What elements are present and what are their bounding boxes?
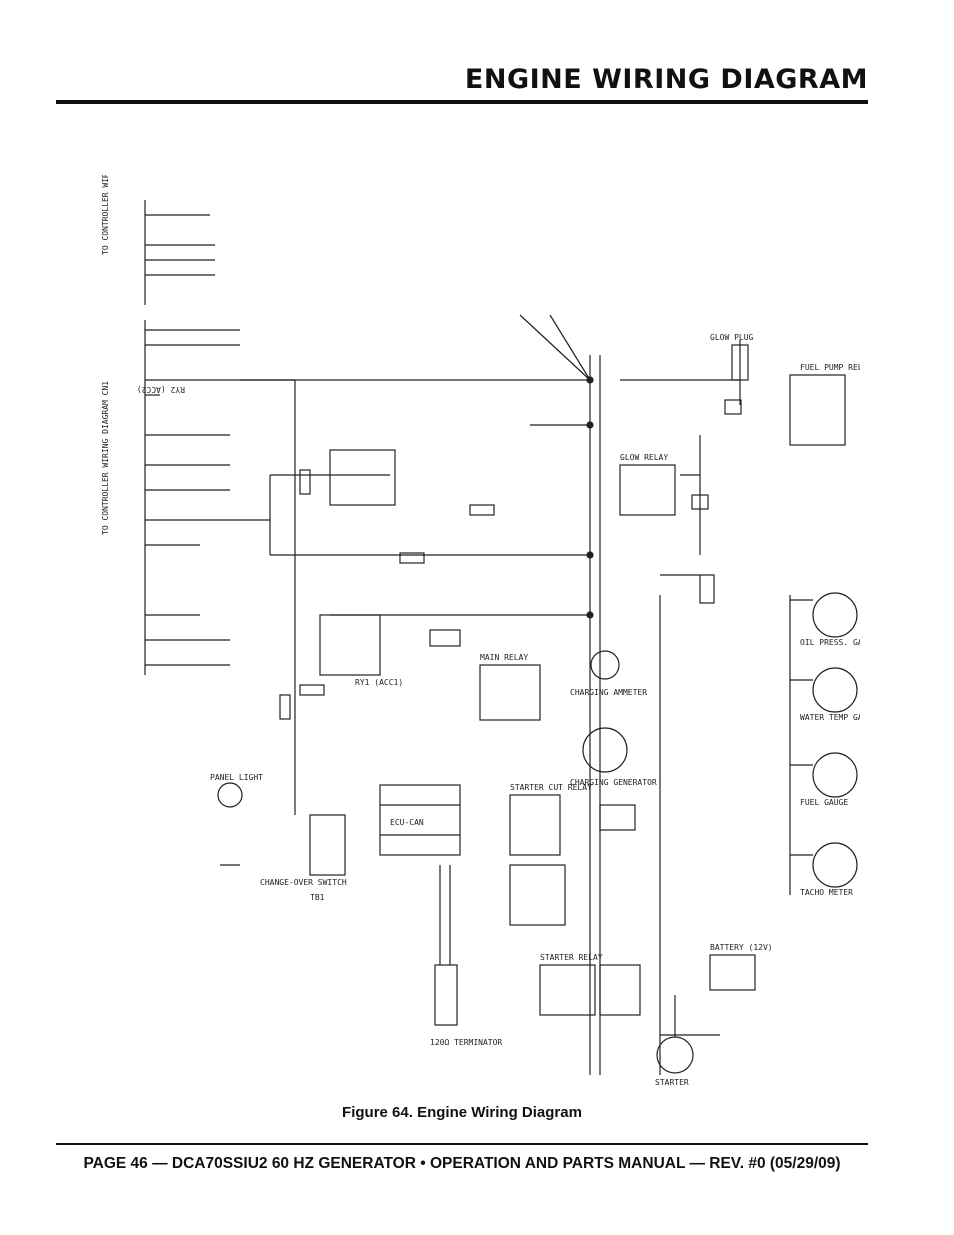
svg-text:CHARGING GENERATOR: CHARGING GENERATOR bbox=[570, 778, 657, 787]
svg-text:STARTER: STARTER bbox=[655, 1078, 689, 1087]
ry2-relay bbox=[329, 449, 396, 506]
glow-plug bbox=[731, 344, 749, 381]
svg-text:RY2 (ACC2): RY2 (ACC2) bbox=[137, 385, 185, 394]
starter-relay bbox=[539, 964, 596, 1016]
charging-ammeter bbox=[590, 650, 620, 680]
cn9 bbox=[599, 804, 636, 831]
ry1-relay bbox=[319, 614, 381, 676]
page-title: ENGINE WIRING DIAGRAM bbox=[464, 64, 868, 95]
svg-text:PANEL LIGHT: PANEL LIGHT bbox=[210, 773, 263, 782]
svg-text:TO CONTROLLER WIRING DIAGRAM C: TO CONTROLLER WIRING DIAGRAM CN2 bbox=[101, 175, 110, 255]
svg-text:120Ω TERMINATOR: 120Ω TERMINATOR bbox=[430, 1038, 502, 1047]
fuel-pump-relay bbox=[789, 374, 846, 446]
svg-text:BATTERY (12V): BATTERY (12V) bbox=[710, 943, 773, 952]
starter bbox=[656, 1036, 694, 1074]
main-relay bbox=[479, 664, 541, 721]
oil-press-gauge bbox=[812, 592, 858, 638]
svg-text:CHARGING AMMETER: CHARGING AMMETER bbox=[570, 688, 647, 697]
svg-text:STARTER RELAY: STARTER RELAY bbox=[540, 953, 603, 962]
figure-caption: Figure 64. Engine Wiring Diagram bbox=[342, 1104, 582, 1121]
svg-text:MAIN RELAY: MAIN RELAY bbox=[480, 653, 528, 662]
panel-light bbox=[217, 782, 243, 808]
svg-text:WATER TEMP GAUGE: WATER TEMP GAUGE bbox=[800, 713, 860, 722]
svg-text:ECU-CAN: ECU-CAN bbox=[390, 818, 424, 827]
svg-text:TACHO METER: TACHO METER bbox=[800, 888, 853, 897]
svg-text:GLOW RELAY: GLOW RELAY bbox=[620, 453, 668, 462]
footer-rule bbox=[56, 1143, 868, 1145]
svg-text:TO CONTROLLER WIRING DIAGRAM C: TO CONTROLLER WIRING DIAGRAM CN1 bbox=[101, 381, 110, 535]
svg-text:STARTER CUT RELAY: STARTER CUT RELAY bbox=[510, 783, 592, 792]
svg-text:CHANGE-OVER SWITCH: CHANGE-OVER SWITCH bbox=[260, 878, 347, 887]
svg-text:TB1: TB1 bbox=[310, 893, 325, 902]
svg-text:OIL PRESS. GAUGE: OIL PRESS. GAUGE bbox=[800, 638, 860, 647]
battery bbox=[709, 954, 756, 991]
svg-text:FUEL GAUGE: FUEL GAUGE bbox=[800, 798, 848, 807]
cn8 bbox=[599, 964, 641, 1016]
page-footer: PAGE 46 — DCA70SSIU2 60 HZ GENERATOR • O… bbox=[83, 1155, 841, 1172]
terminator bbox=[434, 964, 458, 1026]
header-rule bbox=[56, 100, 868, 104]
wiring-diagram: TO CONTROLLER WIRING DIAGRAM CN2 TO CONT… bbox=[101, 175, 860, 1087]
glow-relay bbox=[619, 464, 676, 516]
tacho-meter bbox=[812, 842, 858, 888]
svg-text:FUEL PUMP RELAY: FUEL PUMP RELAY bbox=[800, 363, 860, 372]
starter-cut-relay bbox=[509, 794, 561, 856]
svg-text:RY1 (ACC1): RY1 (ACC1) bbox=[355, 678, 403, 687]
ecu-can-block bbox=[379, 784, 461, 856]
fuel-gauge bbox=[812, 752, 858, 798]
change-over-switch bbox=[309, 814, 346, 876]
water-temp-gauge bbox=[812, 667, 858, 713]
charging-generator bbox=[582, 727, 628, 773]
svg-text:GLOW PLUG: GLOW PLUG bbox=[710, 333, 754, 342]
